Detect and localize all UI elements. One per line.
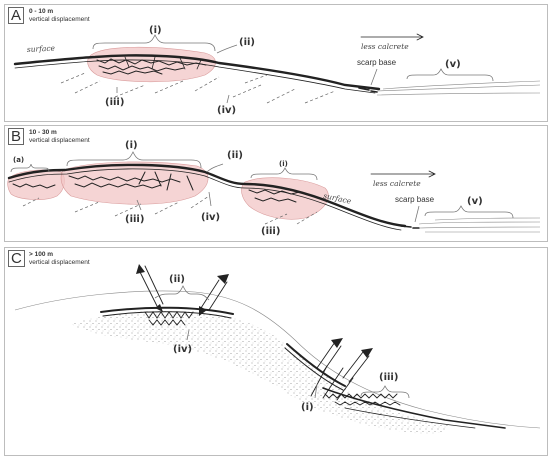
bracket-i [92,34,216,52]
leader-i [314,383,318,399]
displacement-arrows-upper [136,264,229,316]
calcrete-zone-main [60,161,209,205]
label-v: (v) [445,59,461,70]
calcrete-zone [87,46,216,83]
bracket-ii [154,285,210,301]
scarp-base-label: scarp base [357,58,397,67]
displacement-label: vertical displacement [29,259,90,266]
less-calcrete-arrow [360,33,424,41]
surface-layer [7,163,407,228]
calcrete-zone-lower [241,177,329,220]
fracture-network [96,56,207,75]
label-iii: (iii) [105,97,124,108]
label-ii: (ii) [227,150,243,161]
label-ii: (ii) [169,274,185,285]
label-v: (v) [467,196,483,207]
fracture-network [12,171,309,203]
stippled-slope [71,310,449,434]
less-calcrete-label: less calcrete [373,179,421,188]
panel-letter: B [8,128,25,145]
surface-label: surface [323,191,353,206]
surface-label: surface [27,44,56,54]
label-iv: (iv) [201,212,220,223]
lower-fracture-zone [322,387,506,429]
bracket-v [406,68,494,82]
panel-letter: C [8,250,25,267]
floodplain-lines [376,80,541,96]
fault-lines [310,365,354,401]
label-iii: (iii) [125,214,144,225]
scarp-base-label: scarp base [395,195,435,204]
bracket-i-small [250,167,318,181]
displacement-label: vertical displacement [29,137,90,144]
panel-letter: A [8,7,25,24]
subsurface-dashes [60,72,336,104]
leader-iv [186,329,190,341]
displacement-value: 0 - 10 m [29,8,54,15]
leader-iv [208,191,212,207]
leader-iii [136,199,142,211]
label-a: (a) [13,156,24,164]
bracket-a [10,163,50,173]
leader-scarp [370,68,378,86]
leader-iv [226,94,230,104]
label-i: (i) [149,25,162,36]
leader-scarp [414,205,420,223]
bracket-v [424,205,514,219]
floodplain-lines [418,217,541,233]
land-surface [14,290,541,429]
upper-fracture-zone [144,311,194,326]
label-iii-second: (iii) [261,226,280,237]
panel-b-diagram: (a) (i) (ii) (i) (iii) (iv) (iii) (v) su… [7,140,541,237]
displacement-value: 10 - 30 m [29,129,57,136]
displacement-label: vertical displacement [29,16,90,23]
label-iv: (iv) [173,344,192,355]
less-calcrete-arrow [370,170,436,178]
panel-a-diagram: (i) (ii) (iii) (iv) (v) surface less cal… [13,25,541,116]
label-i: (i) [301,402,314,413]
bracket-i [66,151,202,169]
displacement-arrows-lower [316,338,373,383]
label-i-small: (i) [279,160,288,168]
panel-c-diagram: (ii) (iv) (i) (iii) [14,264,541,434]
less-calcrete-label: less calcrete [361,42,409,51]
lower-calcrete [286,343,346,387]
label-iii: (iii) [379,372,398,383]
bracket-ii [206,163,224,173]
displacement-value: > 100 m [29,251,54,258]
surface-layer [13,54,381,91]
bracket-ii [216,44,238,54]
panel-b: (a) (i) (ii) (i) (iii) (iv) (iii) (v) su… [4,125,548,242]
bracket-iii [360,385,410,399]
subsurface-dashes [22,195,318,225]
label-iv: (iv) [217,105,236,116]
upper-calcrete [100,306,234,315]
panel-c: (ii) (iv) (i) (iii) C > 100 m vertical d… [4,247,548,456]
panel-a: (i) (ii) (iii) (iv) (v) surface less cal… [4,4,548,122]
label-i: (i) [125,140,138,151]
label-ii: (ii) [239,37,255,48]
